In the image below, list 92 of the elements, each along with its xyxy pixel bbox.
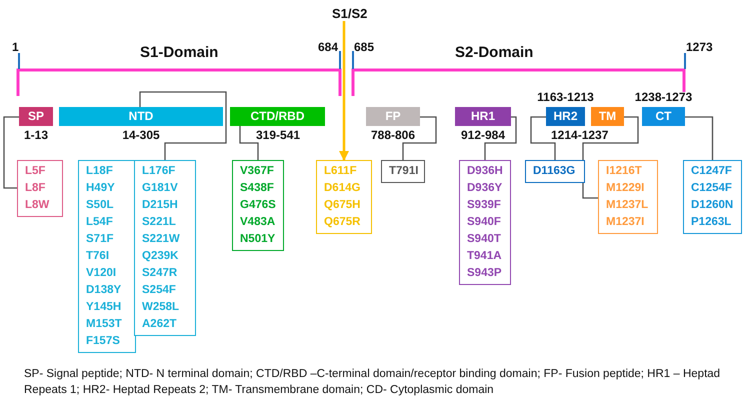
mutation-label: S940T (467, 232, 501, 247)
domain-title: S1-Domain (140, 44, 218, 61)
arrow (339, 21, 349, 161)
residue-range: 14-305 (122, 128, 160, 142)
mutation-label: F157S (86, 334, 120, 349)
connector-line (3, 116, 19, 189)
mutation-label: L8W (25, 198, 50, 213)
domain-bar: HR2 (546, 107, 585, 126)
residue-range: 788-806 (370, 128, 416, 142)
domain-bar: CTD/RBD (230, 107, 325, 126)
domain-bar: HR1 (455, 107, 511, 126)
mutation-label: S943P (467, 266, 502, 281)
mutation-label: P1263L (691, 215, 732, 230)
cleavage-site-label: S1/S2 (332, 6, 368, 21)
mutation-label: N501Y (240, 232, 276, 247)
mutation-label: W258L (142, 300, 180, 315)
connector-line (685, 116, 714, 160)
mutation-label: D614G (324, 181, 360, 196)
residue-position: 1273 (686, 40, 713, 54)
residue-range: 1214-1237 (551, 128, 608, 142)
residue-range: 319-541 (256, 128, 300, 142)
mutation-label: S940F (467, 215, 501, 230)
mutation-label: M153T (86, 317, 122, 332)
mutation-label: L611F (324, 164, 357, 179)
mutation-label: S221W (142, 232, 180, 247)
residue-range: 912-984 (460, 128, 506, 142)
mutation-label: C1254F (691, 181, 732, 196)
mutation-label: L176F (142, 164, 176, 179)
mutation-label: T791I (389, 164, 418, 179)
residue-range: 1163-1213 (537, 90, 594, 104)
residue-range: 1-13 (24, 128, 48, 142)
mutation-label: M1229I (606, 181, 644, 196)
mutation-label: G181V (142, 181, 178, 196)
mutation-label: S50L (86, 198, 114, 213)
domain-bar: NTD (59, 107, 223, 126)
domain-title: S2-Domain (455, 44, 534, 61)
mutation-label: S438F (240, 181, 274, 196)
mutation-label: L54F (86, 215, 113, 230)
mutation-label: L5F (25, 164, 46, 179)
mutation-list-box (683, 160, 742, 234)
mutation-label: V483A (240, 215, 276, 230)
residue-position: 685 (354, 40, 374, 54)
mutation-list-box (134, 160, 196, 336)
mutation-label: L18F (86, 164, 113, 179)
connector-line (530, 116, 556, 160)
connector-line (239, 126, 259, 160)
mutation-label: D936Y (467, 181, 502, 196)
mutation-list-box (316, 160, 372, 234)
domain-bar: CT (642, 107, 685, 126)
mutation-label: D1163G (533, 164, 576, 179)
mutation-label: D1260N (691, 198, 734, 213)
mutation-list-box (525, 160, 585, 183)
mutation-list-box (598, 160, 658, 234)
mutation-label: Y145H (86, 300, 122, 315)
mutation-list-box (459, 160, 511, 285)
mutation-label: M1237I (606, 215, 644, 230)
mutation-label: D936H (467, 164, 503, 179)
mutation-list-box (381, 160, 425, 183)
domain-bar: SP (19, 107, 53, 126)
residue-range: 1238-1273 (634, 90, 692, 104)
caption-text: SP- Signal peptide; NTD- N terminal domain; CTD/RBD –C-terminal domain/receptor binding domain; FP- Fusion peptide; HR1 – Heptad Repeats 1; HR2- Heptad Repeats 2; TM- Transmembrane domain; CD- Cytoplasmic domain (24, 367, 722, 398)
mutation-label: A262T (142, 317, 177, 332)
mutation-label: S221L (142, 215, 176, 230)
residue-position: 684 (318, 40, 338, 54)
domain-bar: TM (591, 107, 624, 126)
mutation-list-box (17, 160, 63, 217)
mutation-label: I1216T (606, 164, 642, 179)
mutation-label: Q675R (324, 215, 360, 230)
connector-line (402, 116, 437, 160)
mutation-label: Q675H (324, 198, 360, 213)
mutation-label: S247R (142, 266, 178, 281)
mutation-label: H49Y (86, 181, 115, 196)
connector-line (139, 91, 227, 160)
mutation-label: M1237L (606, 198, 648, 213)
mutation-label: D215H (142, 198, 178, 213)
mutation-label: S939F (467, 198, 501, 213)
mutation-label: T76I (86, 249, 110, 264)
mutation-label: C1247F (691, 164, 732, 179)
mutation-label: G476S (240, 198, 276, 213)
connector-line (484, 116, 517, 160)
mutation-list-box (232, 160, 284, 251)
mutation-label: D138Y (86, 283, 122, 298)
mutation-list-box (78, 160, 136, 353)
domain-bar: FP (366, 107, 420, 126)
mutation-label: Q239K (142, 249, 178, 264)
mutation-label: L8F (25, 181, 46, 196)
mutation-label: S71F (86, 232, 114, 247)
mutation-label: S254F (142, 283, 176, 298)
mutation-label: T941A (467, 249, 502, 264)
residue-position: 1 (12, 40, 19, 54)
mutation-label: V120I (86, 266, 116, 281)
mutation-label: V367F (240, 164, 274, 179)
